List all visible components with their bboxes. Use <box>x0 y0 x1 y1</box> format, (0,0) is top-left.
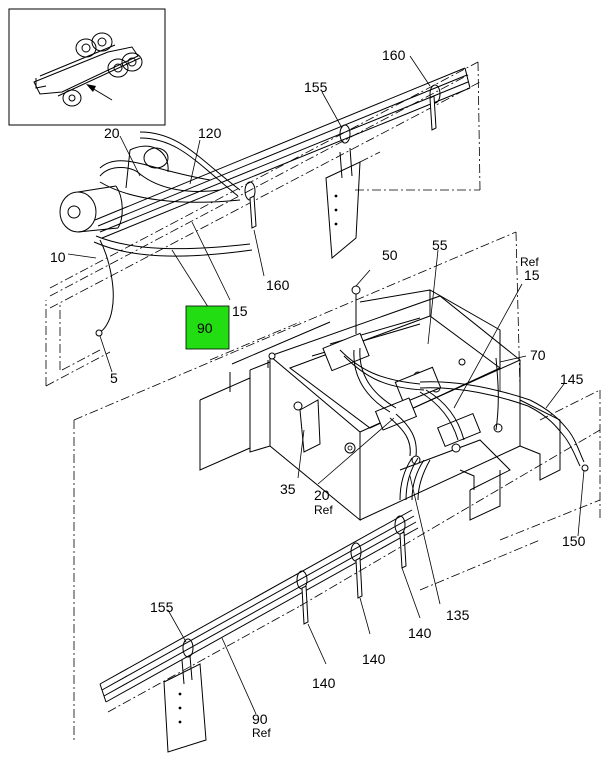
valve-fittings <box>322 285 503 465</box>
callout-135: 135 <box>446 607 470 623</box>
callout-50: 50 <box>382 247 398 263</box>
lower-conduit-bundle <box>99 509 419 703</box>
callout-35: 35 <box>280 481 296 497</box>
callout-160-top: 160 <box>382 47 406 63</box>
right-frame-rail <box>419 389 601 591</box>
callout-20-ref-word: Ref <box>314 503 333 517</box>
callout-140-b: 140 <box>362 651 386 667</box>
callout-90-bottom: 90 <box>252 711 268 727</box>
callout-55: 55 <box>432 237 448 253</box>
upper-conduit-bundle <box>94 67 471 239</box>
air-lines-central <box>339 347 589 501</box>
callout-140-a: 140 <box>408 625 432 641</box>
callout-5: 5 <box>110 370 118 386</box>
location-arrow-icon <box>86 84 113 101</box>
callout-70: 70 <box>530 347 546 363</box>
valve-mounting-bracket <box>199 289 561 522</box>
callout-90-ref-word: Ref <box>252 726 271 740</box>
callout-15-ref-word: Ref <box>520 255 539 269</box>
air-tank-assembly <box>59 131 253 337</box>
lower-boundary-outline <box>73 231 521 740</box>
truck-chassis-icon <box>33 32 143 107</box>
callout-10: 10 <box>50 249 66 265</box>
callout-120: 120 <box>198 125 222 141</box>
callout-15-ref: 15 <box>524 267 540 283</box>
callout-155-top: 155 <box>304 79 328 95</box>
upper-mounting-bracket <box>325 147 381 260</box>
callout-15-top: 15 <box>232 303 248 319</box>
callout-150: 150 <box>562 533 586 549</box>
locator-inset <box>8 8 166 126</box>
callout-20-top: 20 <box>104 125 120 141</box>
callout-20-mid: 20 <box>314 487 330 503</box>
callout-160-mid: 160 <box>266 277 290 293</box>
lower-mounting-bracket <box>107 429 601 753</box>
leader-lines <box>67 55 585 715</box>
callout-155-bottom: 155 <box>150 599 174 615</box>
callouts: 160 155 20 120 10 160 15 5 50 55 Ref 15 … <box>50 47 586 740</box>
callout-145: 145 <box>560 371 584 387</box>
highlighted-part-marker <box>185 305 230 350</box>
callout-140-c: 140 <box>312 675 336 691</box>
callout-90-highlighted: 90 <box>197 320 213 336</box>
